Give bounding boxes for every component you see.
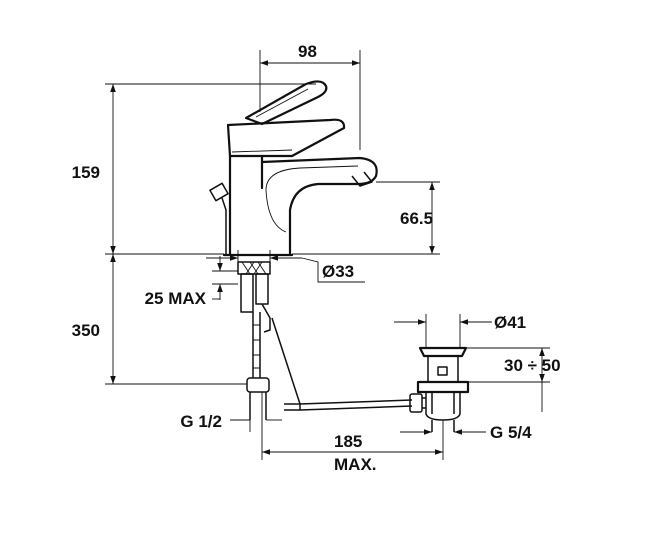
lever-handle [244, 80, 328, 126]
under-deck-assembly [237, 261, 413, 420]
popup-knob [209, 182, 229, 255]
dim-inlet-thread: G 1/2 [180, 412, 222, 431]
faucet-body [209, 80, 378, 257]
dim-overall-height: 159 [72, 163, 100, 182]
popup-rod [271, 317, 301, 405]
dimension-lines [105, 50, 550, 460]
pop-up-waste [409, 346, 470, 432]
faucet-spout [260, 156, 378, 257]
dim-spout-height: 66.5 [400, 209, 433, 228]
dim-max-deck-thickness: 25 MAX [145, 289, 207, 308]
dim-waste-diameter: Ø41 [494, 313, 526, 332]
inlet-fitting [246, 377, 270, 393]
dim-rod-distance: 185 [334, 432, 362, 451]
dim-rod-distance-suffix: MAX. [334, 455, 377, 474]
faucet-column [228, 154, 264, 257]
horizontal-rod [299, 399, 413, 411]
dimension-labels: 98 159 66.5 Ø33 25 MAX 350 Ø41 30 ÷ 50 G… [72, 42, 561, 474]
dim-shank-diameter: Ø33 [322, 262, 354, 281]
waste-rod-connector [409, 393, 423, 413]
dim-hose-length: 350 [72, 321, 100, 340]
flex-hose [252, 312, 261, 378]
dim-waste-thread: G 5/4 [490, 423, 532, 442]
faucet-cap [226, 118, 346, 158]
dim-top-width: 98 [298, 42, 317, 61]
dim-waste-thickness-range: 30 ÷ 50 [504, 356, 561, 375]
aerator [351, 171, 373, 187]
